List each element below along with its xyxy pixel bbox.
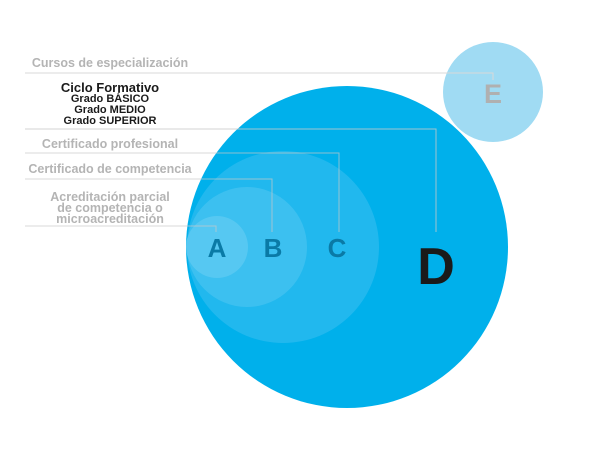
- leader-d: [25, 128, 437, 232]
- ciclo-medio: Grado MEDIO: [74, 104, 146, 116]
- circle-label-b: B: [264, 233, 283, 263]
- acreditacion-line-3: microacreditación: [56, 212, 164, 226]
- label-ciclo: Ciclo Formativo Grado BÁSICO Grado MEDIO…: [20, 81, 200, 127]
- circle-e: [443, 42, 543, 142]
- leader-e: [25, 72, 494, 80]
- label-cert-competencia: Certificado de competencia: [28, 162, 192, 176]
- circle-label-c: C: [328, 233, 347, 263]
- circle-label-d: D: [417, 238, 455, 296]
- acreditacion-line-1: Acreditación parcial: [50, 190, 170, 204]
- leader-c: [25, 152, 340, 232]
- circle-label-a: A: [208, 233, 227, 263]
- ciclo-basico: Grado BÁSICO: [70, 93, 150, 105]
- circle-a: [186, 216, 248, 278]
- ciclo-title: Ciclo Formativo: [60, 80, 160, 95]
- label-cursos: Cursos de especialización: [31, 56, 189, 70]
- label-acreditacion: Acreditación parcial de competencia o mi…: [20, 190, 200, 226]
- leader-a: [25, 225, 217, 232]
- label-cert-profesional: Certificado profesional: [41, 137, 179, 151]
- leader-b: [25, 178, 273, 232]
- acreditacion-line-2: de competencia o: [57, 201, 163, 215]
- ciclo-superior: Grado SUPERIOR: [63, 115, 157, 127]
- circle-label-e: E: [484, 79, 502, 109]
